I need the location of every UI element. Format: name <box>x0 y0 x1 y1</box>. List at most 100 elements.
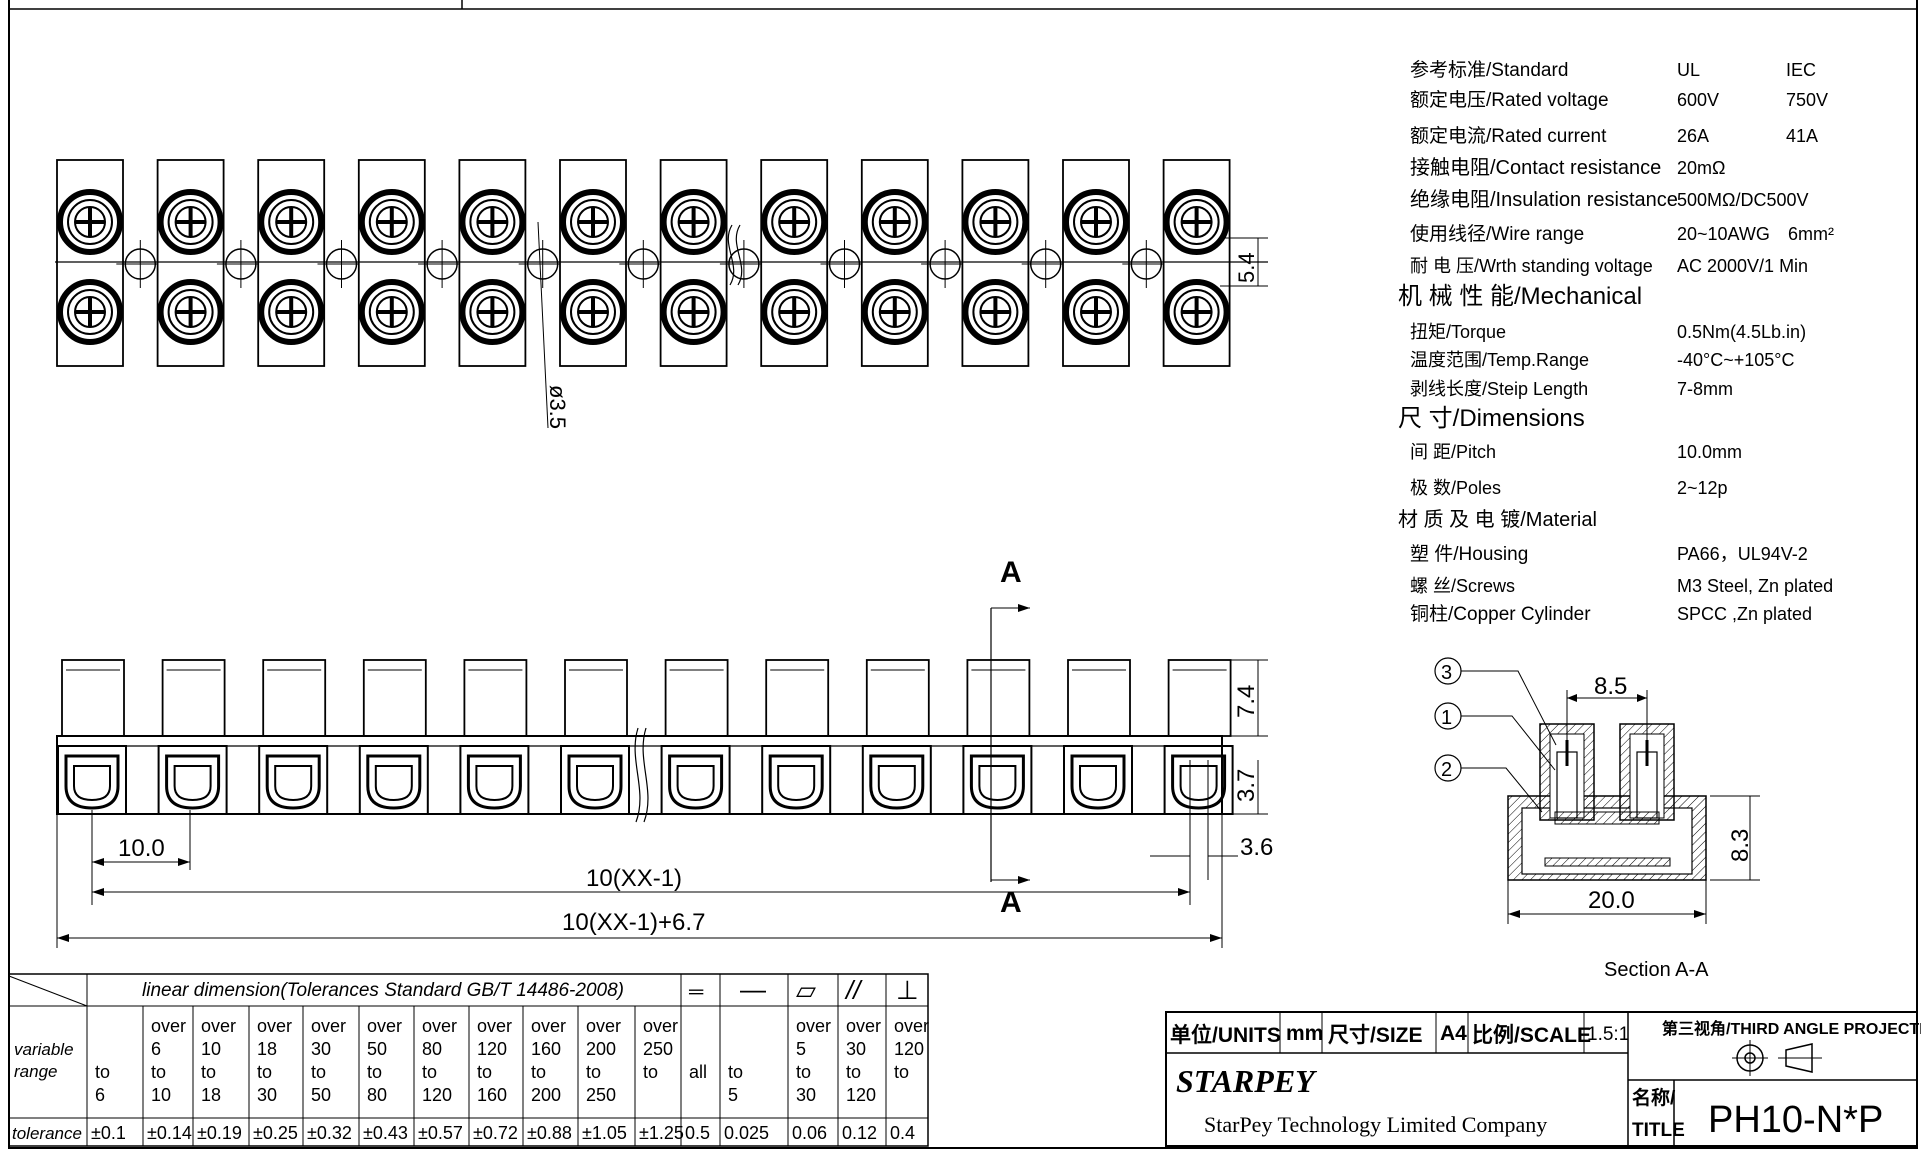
tolerance-range-cell: 160 <box>477 1085 507 1105</box>
symbol-straightness: — <box>740 974 766 1004</box>
mount-hole <box>719 240 768 288</box>
tolerance-range-cell: over <box>477 1016 512 1036</box>
tolerance-value-cell: ±1.25 <box>639 1123 684 1143</box>
company-name: StarPey Technology Limited Company <box>1204 1112 1547 1137</box>
tolerance-range-cell: to <box>894 1062 909 1082</box>
hole-diameter-dimension: ø3.5 <box>545 385 570 429</box>
top-terminal <box>760 159 829 367</box>
projection-label: 第三视角/THIRD ANGLE PROJECTION <box>1662 1019 1921 1038</box>
top-terminal <box>659 159 728 367</box>
total-length-dimension: 10(XX-1)+6.7 <box>562 909 705 936</box>
top-terminal <box>1162 159 1231 367</box>
tolerance-range-cell: to <box>422 1062 437 1082</box>
top-terminal <box>961 159 1030 367</box>
mount-hole <box>619 240 668 288</box>
tolerance-range-cell: 120 <box>846 1085 876 1105</box>
front-terminal <box>861 659 932 815</box>
spec-label: 耐 电 压/Wrth standing voltage <box>1410 256 1653 276</box>
spec-label: 螺 丝/Screws <box>1410 576 1515 596</box>
tolerance-value-cell: 0.4 <box>890 1123 915 1143</box>
tolerance-range-cell: to <box>201 1062 216 1082</box>
height-lower-dimension: 3.7 <box>1233 769 1260 802</box>
units-label: 单位/UNITS <box>1170 1023 1281 1047</box>
spec-value: 10.0mm <box>1677 442 1742 462</box>
spec-label: 尺 寸/Dimensions <box>1398 405 1585 432</box>
spec-label: 参考标准/Standard <box>1410 59 1568 81</box>
tolerance-range-cell: 5 <box>728 1085 738 1105</box>
part-number: PH10-N*P <box>1708 1099 1883 1141</box>
spec-value: 20mΩ <box>1677 158 1725 178</box>
spec-value: 2~12p <box>1677 478 1728 498</box>
spec-value: 0.5Nm(4.5Lb.in) <box>1677 322 1806 342</box>
tolerance-range-cell: 18 <box>257 1039 277 1059</box>
spec-label: 温度范围/Temp.Range <box>1410 350 1589 370</box>
section-mark-bottom: A <box>1000 886 1022 919</box>
tolerance-value-cell: ±0.43 <box>363 1123 408 1143</box>
tolerance-range-cell: over <box>846 1016 881 1036</box>
mount-hole <box>1021 240 1070 288</box>
top-terminal <box>559 159 627 367</box>
spec-label: 使用线径/Wire range <box>1410 223 1584 245</box>
spec-value-alt: IEC <box>1786 60 1816 80</box>
spec-value: 20~10AWG <box>1677 224 1770 244</box>
tolerance-range-cell: to <box>586 1062 601 1082</box>
spec-label: 绝缘电阻/Insulation resistance <box>1410 188 1678 211</box>
front-terminal <box>459 659 530 815</box>
tolerance-value-cell: ±0.19 <box>197 1123 242 1143</box>
tolerance-range-cell: over <box>257 1016 292 1036</box>
tolerance-range-cell: to <box>311 1062 326 1082</box>
spec-label: 接触电阻/Contact resistance <box>1410 156 1661 179</box>
height-upper-dimension: 7.4 <box>1233 685 1260 718</box>
tolerance-range-cell: 160 <box>531 1039 561 1059</box>
tolerance-range-cell: over <box>586 1016 621 1036</box>
front-terminal <box>258 659 329 815</box>
spec-value: 26A <box>1677 126 1709 146</box>
spec-value-alt: 41A <box>1786 126 1818 146</box>
front-terminal <box>962 659 1033 815</box>
top-terminal <box>156 159 225 367</box>
title-block: 单位/UNITS mm 尺寸/SIZE A4 比例/SCALE 1.5:1 第三… <box>1165 1011 1921 1147</box>
tolerance-range-cell: 10 <box>151 1085 171 1105</box>
spec-label: 扭矩/Torque <box>1410 322 1506 342</box>
spec-label: 铜柱/Copper Cylinder <box>1410 603 1591 625</box>
top-terminal <box>458 159 527 367</box>
tolerance-range-cell: 200 <box>586 1039 616 1059</box>
tolerance-value-cell: ±1.05 <box>582 1123 627 1143</box>
title-label-en: TITLE <box>1632 1120 1685 1141</box>
front-terminal <box>660 659 731 815</box>
size-label: 尺寸/SIZE <box>1328 1023 1423 1047</box>
mount-hole <box>418 240 467 288</box>
row-label-tolerance: tolerance <box>12 1124 82 1143</box>
tolerance-range-cell: to <box>151 1062 166 1082</box>
section-base-dimension: 20.0 <box>1588 887 1635 914</box>
front-view: A A 7.4 3.7 3.6 10.0 10(XX-1) 10(XX-1)+6… <box>56 556 1273 948</box>
spec-label: 塑 件/Housing <box>1410 543 1528 565</box>
tolerance-range-cell: 30 <box>796 1085 816 1105</box>
row-label-range-2: range <box>14 1062 57 1081</box>
symbol-parallelogram: ▱ <box>796 975 816 1005</box>
pitch-dimension: 10.0 <box>118 835 165 862</box>
section-view: 8.5 8.3 20.0 3 1 2 Section A-A <box>1434 657 1760 981</box>
tolerance-range-cell: to <box>367 1062 382 1082</box>
spec-value: -40°C~+105°C <box>1677 350 1794 370</box>
tolerance-value-cell: ±0.14 <box>147 1123 192 1143</box>
offset-dimension: 3.6 <box>1240 834 1273 861</box>
units-value: mm <box>1286 1022 1323 1045</box>
top-terminal <box>860 159 929 367</box>
spec-value: PA66，UL94V-2 <box>1677 544 1808 564</box>
spec-value-alt: 750V <box>1786 90 1828 110</box>
tolerance-range-cell: 80 <box>422 1039 442 1059</box>
symbol-perpendicular: ⊥ <box>896 975 919 1005</box>
spec-value: M3 Steel, Zn plated <box>1677 576 1833 596</box>
tolerance-range-cell: 5 <box>796 1039 806 1059</box>
top-terminal <box>1062 159 1130 367</box>
title-label-cn: 名称/ <box>1632 1086 1676 1109</box>
tolerance-value-cell: ±0.72 <box>473 1123 518 1143</box>
tolerance-range-cell: to <box>95 1062 110 1082</box>
tolerance-value-cell: 0.06 <box>792 1123 827 1143</box>
tolerance-range-cell: 120 <box>422 1085 452 1105</box>
tolerance-value-cell: ±0.1 <box>91 1123 126 1143</box>
symbol-flatness: ═ <box>688 981 704 1003</box>
